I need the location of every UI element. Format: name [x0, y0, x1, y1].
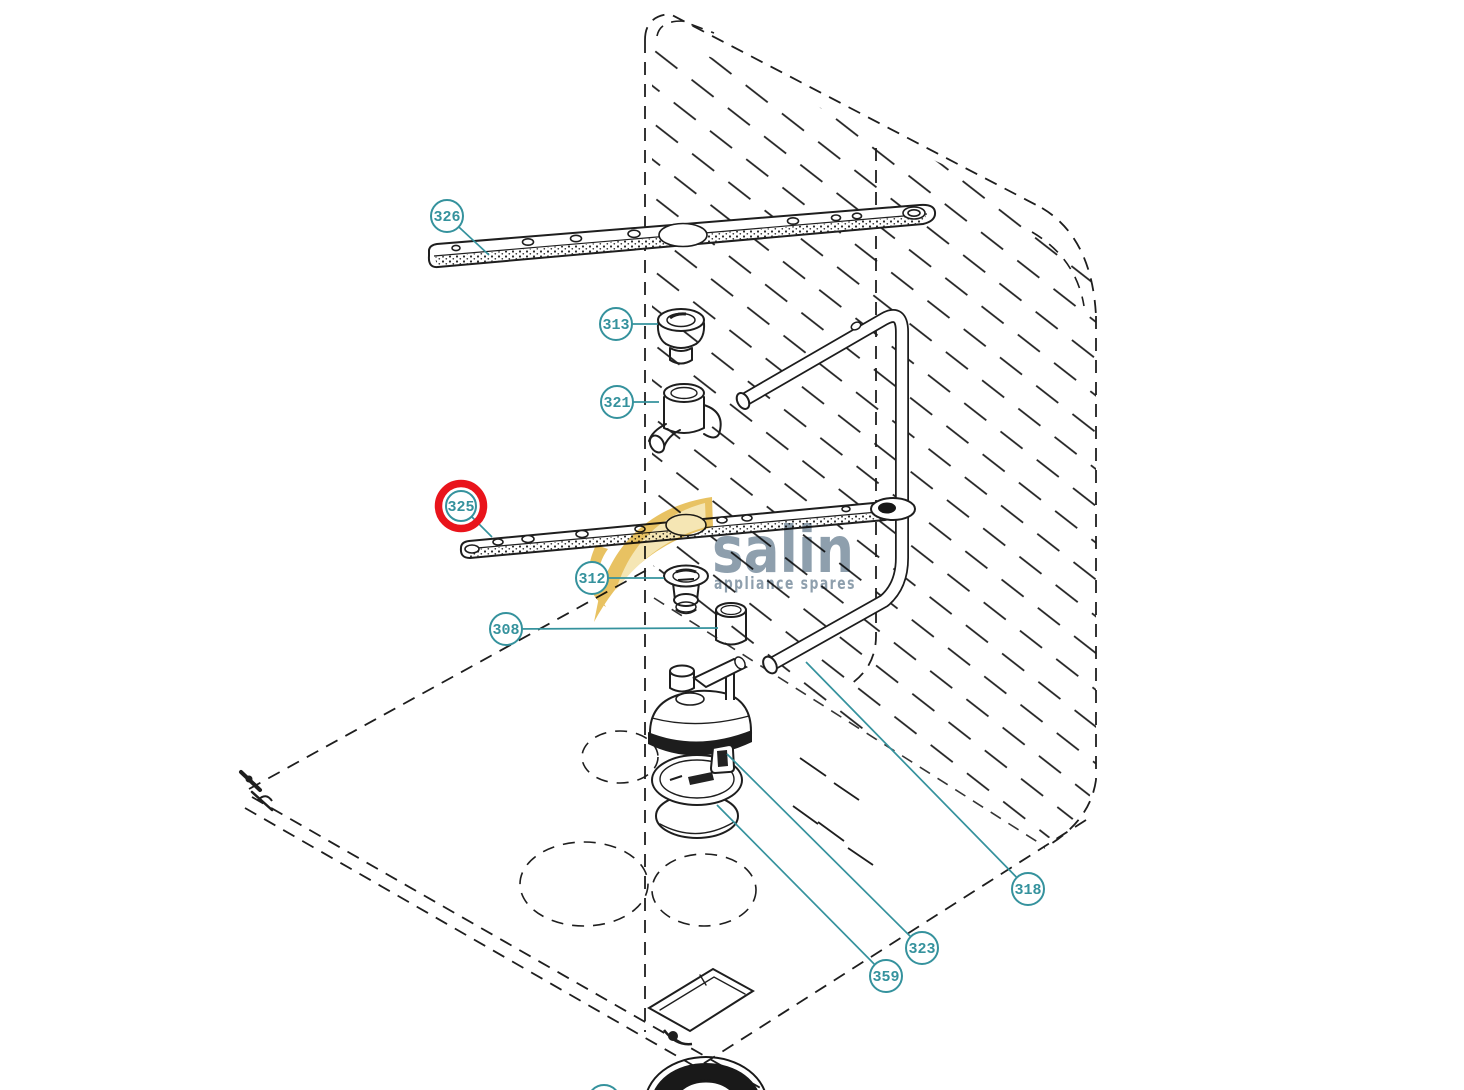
watermark-tagline-text: appliance spares	[714, 574, 856, 593]
upper-arm-hub-opening	[658, 222, 708, 248]
leader-lines	[446, 215, 1029, 977]
svg-text:321: 321	[603, 395, 630, 412]
panel-bottom-right-corner	[1043, 779, 1097, 849]
feed-tube-nut-part	[656, 308, 706, 365]
callouts: 326 313 321 325 312 308 318 323 359	[430, 199, 1045, 1090]
callout-359: 359	[869, 959, 903, 993]
svg-text:326: 326	[433, 209, 460, 226]
callout-312: 312	[575, 561, 609, 595]
drain-recess	[647, 967, 755, 1046]
tube-open-end-bottom	[762, 655, 778, 675]
panel-top-edge	[644, 13, 1043, 209]
tube-fitting-hole	[850, 321, 862, 331]
pump-outlet-duct	[692, 657, 748, 689]
callout-325: 325	[445, 490, 477, 522]
spray-arm-hub-nut-part	[663, 564, 709, 615]
leader-308	[505, 627, 719, 630]
pump-top-cylinder	[669, 664, 695, 678]
panel-top-right-corner	[1041, 207, 1097, 317]
watermark-brand-text: salin	[712, 514, 854, 588]
floor-right-edge	[661, 819, 1087, 1090]
water-inlet-elbow-part	[648, 383, 722, 454]
pump-housing-part	[648, 656, 753, 839]
svg-text:318: 318	[1014, 882, 1041, 899]
partial-callout-bottom	[591, 1084, 617, 1090]
floor-recess-circle-small	[581, 730, 659, 784]
floor-left-corner-hinge	[239, 770, 274, 812]
extra-hatch-dashes	[792, 757, 874, 866]
filter-ring-part	[646, 1056, 766, 1090]
svg-text:308: 308	[492, 622, 519, 639]
svg-text:313: 313	[602, 317, 629, 334]
dashed-tub-floor	[239, 565, 1087, 1090]
tube-open-end-top	[735, 392, 751, 410]
svg-text:312: 312	[578, 571, 605, 588]
callout-313: 313	[599, 307, 633, 341]
supply-tube-part	[735, 309, 909, 675]
floor-front-edge-outer	[251, 796, 765, 1090]
callout-323: 323	[905, 931, 939, 965]
leader-359	[716, 804, 887, 977]
callout-321: 321	[600, 385, 634, 419]
floor-front-edge-inner	[244, 807, 737, 1090]
callout-326: 326	[430, 199, 464, 233]
floor-back-edge	[248, 565, 655, 790]
svg-text:359: 359	[872, 969, 899, 986]
leader-323	[726, 753, 923, 949]
floor-sump-circle	[651, 853, 757, 927]
panel-corner-inner-arc2	[1031, 231, 1085, 307]
highlight-ring-325	[434, 479, 488, 533]
panel-bottom-edge	[653, 597, 1045, 847]
callout-308: 308	[489, 612, 523, 646]
panel-corner-inner-arc	[656, 20, 715, 37]
callout-318: 318	[1011, 872, 1045, 906]
leader-318	[805, 661, 1029, 890]
svg-text:323: 323	[908, 941, 935, 958]
svg-text:325: 325	[447, 499, 474, 516]
floor-recess-circle-large	[519, 841, 649, 927]
panel-middle-fold-line	[847, 148, 877, 687]
upper-spray-arm-part	[427, 203, 937, 269]
spacer-sleeve-part	[715, 602, 747, 646]
